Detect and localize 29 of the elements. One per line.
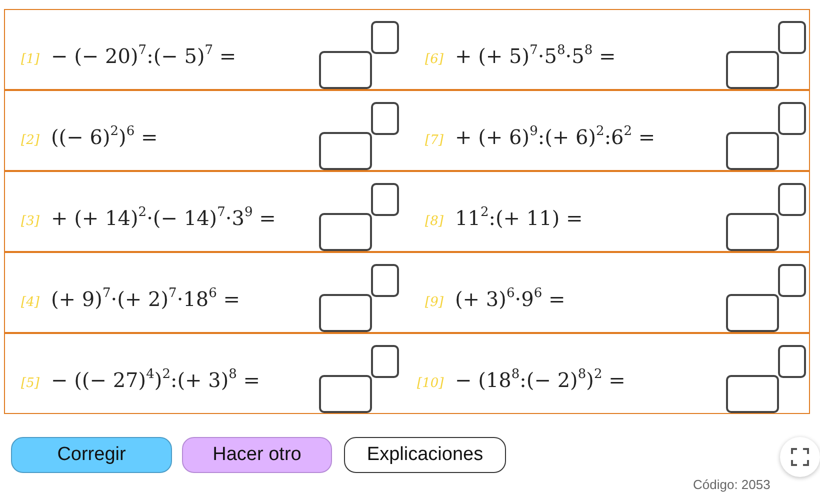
- math-expression: − ((− 27)$^{4}$)$^{2}$:(+ 3)$^{8}$ =: [51, 368, 260, 392]
- exercise-number: [7]: [425, 133, 444, 148]
- math-expression: ((− 6)$^{2}$)$^{6}$ =: [51, 125, 158, 149]
- math-expression: − (18$^{8}$:(− 2)$^{8}$)$^{2}$ =: [455, 368, 626, 392]
- math-expression: − (− 20)$^{7}$:(− 5)$^{7}$ =: [51, 44, 236, 68]
- math-expression: + (+ 5)$^{7}$·5$^{8}$·5$^{8}$ =: [455, 44, 616, 68]
- exercise-number: [2]: [21, 133, 40, 148]
- math-expression: 11$^{2}$:(+ 11) =: [455, 206, 583, 230]
- exercise-number: [3]: [21, 214, 40, 229]
- exercise-number: [6]: [425, 52, 444, 67]
- math-expression: (+ 9)$^{7}$·(+ 2)$^{7}$·18$^{6}$ =: [51, 287, 240, 311]
- exercise-row: [4, 333, 810, 414]
- math-expression: (+ 3)$^{6}$·9$^{6}$ =: [455, 287, 566, 311]
- exercise-number: [4]: [21, 295, 40, 310]
- action-button: Hacer otro: [182, 437, 332, 473]
- exercise-number: [10]: [417, 376, 444, 391]
- exercise-row: [4, 252, 810, 333]
- exercise-number: [8]: [425, 214, 444, 229]
- exercise-row: [4, 90, 810, 171]
- math-expression: + (+ 6)$^{9}$:(+ 6)$^{2}$:6$^{2}$ =: [455, 125, 656, 149]
- exercise-number: [5]: [21, 376, 40, 391]
- code-text: Código: 2053: [693, 477, 770, 492]
- exercise-number: [9]: [425, 295, 444, 310]
- action-button: Explicaciones: [344, 437, 506, 473]
- exercise-row: [4, 9, 810, 90]
- exercise-row: [4, 171, 810, 252]
- math-expression: + (+ 14)$^{2}$·(− 14)$^{7}$·3$^{9}$ =: [51, 206, 276, 230]
- action-button: Corregir: [11, 437, 172, 473]
- exercise-number: [1]: [21, 52, 40, 67]
